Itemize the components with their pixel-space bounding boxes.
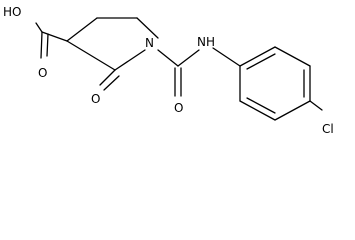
pyrrolidinone-ring [66, 17, 159, 91]
carboxylic-acid-group [35, 22, 68, 59]
label-nh: NH [197, 35, 215, 49]
amide-linker [157, 47, 241, 97]
bond-n-carbonyl-c [157, 49, 179, 67]
bond-c-acid-o-double-2 [46, 33, 49, 57]
bond-nh-aryl [212, 47, 241, 67]
ring-bond-c2-c3 [66, 40, 116, 71]
ring-bond-n-c2 [114, 49, 146, 71]
chlorophenyl-ring [239, 46, 323, 121]
label-ring-o: O [91, 92, 100, 106]
label-cl: Cl [322, 122, 334, 136]
arene-bond-1-inner [246, 53, 276, 70]
bond-carbonyl-c-nh [177, 49, 200, 67]
label-ho: HO [3, 5, 21, 19]
ring-bond-c5-n [136, 17, 159, 39]
bond-c-acid-o [35, 22, 43, 33]
ring-bond-c2-o-double-2 [103, 75, 120, 91]
arene-bond-2 [274, 46, 311, 67]
label-acid-o: O [38, 66, 47, 80]
molecule-structure: HO O N O O NH Cl [3, 5, 334, 136]
bond-c-acid-to-c3 [41, 31, 68, 42]
bond-c-cl [309, 100, 323, 111]
arene-bond-4 [274, 100, 311, 121]
ring-bond-c2-o-double-1 [99, 69, 116, 86]
label-amide-o: O [174, 101, 183, 115]
arene-bond-1 [239, 46, 276, 67]
arene-bond-5 [239, 100, 276, 121]
label-ring-n: N [145, 36, 154, 50]
ring-bond-c3-c4 [66, 17, 98, 42]
bond-c-acid-o-double-1 [40, 31, 43, 59]
arene-bond-5-inner [246, 97, 276, 114]
